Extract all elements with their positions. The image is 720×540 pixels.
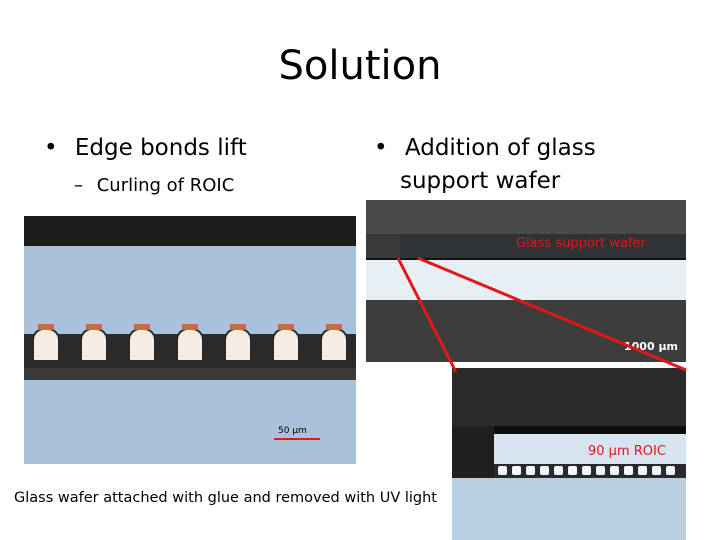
bullet-marker: • [44, 135, 58, 161]
bump [224, 324, 252, 362]
bump [320, 324, 348, 362]
right-bullet-line2: support wafer [400, 168, 561, 194]
bump [176, 324, 204, 362]
bond-line [366, 258, 686, 260]
bottom-right-micrograph: 90 µm ROIC [452, 368, 686, 540]
scale-bar-label: 50 µm [278, 426, 307, 436]
glass-support-region [366, 200, 686, 234]
top-right-micrograph: Glass support wafer 1000 µm [366, 200, 686, 362]
glue-layer [494, 426, 686, 434]
lower-wafer [24, 380, 356, 464]
bond-underfill [24, 368, 356, 380]
glass-support-region [452, 368, 686, 426]
right-bullet-line1: Addition of glass [404, 135, 596, 161]
bump [272, 324, 300, 362]
slide-title: Solution [278, 43, 442, 89]
roic-layer [366, 260, 686, 300]
bump [80, 324, 108, 362]
left-sub-bullet: – Curling of ROIC [74, 174, 234, 198]
right-bullet: • Addition of glass [374, 133, 596, 163]
bump [128, 324, 156, 362]
substrate-region [366, 300, 686, 362]
left-bullet: • Edge bonds lift [44, 133, 247, 163]
callout-line-right [417, 256, 687, 372]
glass-support-label: Glass support wafer [516, 236, 646, 251]
bump-row [494, 464, 686, 478]
glue-layer [400, 234, 686, 258]
roic-thickness-label: 90 µm ROIC [588, 444, 666, 459]
roic-layer [494, 434, 686, 464]
left-bullet-text: Edge bonds lift [74, 135, 247, 161]
upper-wafer [24, 246, 356, 334]
dash-marker: – [74, 175, 83, 196]
lower-wafer [452, 478, 686, 540]
bottom-caption: Glass wafer attached with glue and remov… [14, 490, 437, 506]
micrograph-top-edge [24, 216, 356, 246]
callout-line-left [396, 257, 458, 373]
left-sub-text: Curling of ROIC [96, 175, 235, 196]
bump [32, 324, 60, 362]
left-micrograph: 50 µm [24, 216, 356, 464]
scale-bar [274, 438, 320, 440]
bullet-marker: • [374, 135, 388, 161]
